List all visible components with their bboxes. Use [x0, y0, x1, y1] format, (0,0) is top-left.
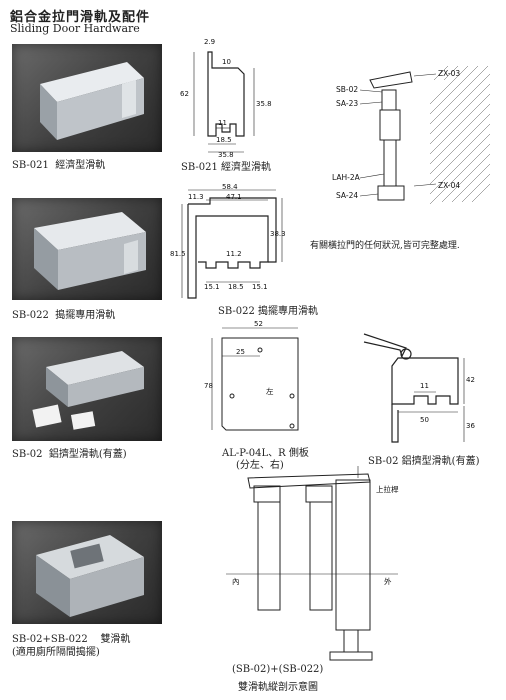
dim-label: 11: [420, 382, 429, 390]
rail-image: [32, 351, 144, 430]
part-label: SB-02: [336, 85, 358, 94]
drawing-side-plate: 52 25 78 左: [204, 320, 299, 431]
caption-sb021: SB-021 經濟型滑軌: [12, 160, 106, 171]
drawing-caption-double-sub: 雙滑軌縱剖示意圖: [238, 682, 318, 693]
label-outside: 外: [384, 576, 392, 586]
product-photo-sb021: [12, 44, 162, 152]
label-inside: 內: [232, 577, 240, 586]
dim-label: 81.5: [170, 250, 186, 258]
part-label: LAH-2A: [332, 173, 361, 182]
drawing-caption-side-plate-sub: (分左、右): [236, 460, 284, 471]
dim-label: 18.5: [216, 136, 232, 144]
page-title: 鋁合金拉門滑軌及配件: [10, 10, 151, 25]
dim-label: 42: [466, 376, 475, 384]
drawing-double-rail: 上拉桿 內 外: [226, 466, 399, 661]
rail-image: [36, 535, 144, 617]
product-photo-double: [12, 521, 162, 624]
dim-label: 52: [254, 320, 263, 328]
page-subtitle: Sliding Door Hardware: [10, 22, 140, 35]
drawing-sb021: 2.9 10 62 35.8 11 18.5 35.8: [180, 38, 272, 159]
part-label: ZX-03: [438, 69, 460, 78]
dim-label: 36: [466, 422, 475, 430]
caption-sb02: SB-02 鋁擠型滑軌(有蓋): [12, 449, 127, 460]
drawing-sb02: 11 42 50 36: [363, 333, 475, 443]
dim-label: 35.8: [256, 100, 272, 108]
dim-label: 62: [180, 90, 189, 98]
part-label: SA-23: [336, 99, 358, 108]
dim-label: 11.2: [226, 250, 242, 258]
part-label: ZX-04: [438, 181, 460, 190]
drawing-caption-side-plate: AL-P-04L、R 側板: [222, 448, 309, 459]
rail-image: [40, 62, 144, 140]
dim-label: 35.8: [218, 151, 234, 159]
dim-label: 25: [236, 348, 245, 356]
dim-label: 18.5: [228, 283, 244, 291]
install-note: 有關橫拉門的任何狀況,皆可完整處理.: [310, 241, 460, 251]
dim-label: 15.1: [204, 283, 220, 291]
drawing-caption-sb021: SB-021 經濟型滑軌: [181, 162, 272, 173]
drawing-caption-double: (SB-02)+(SB-022): [232, 664, 324, 675]
caption-sb022: SB-022 搗擺專用滑軌: [12, 310, 116, 321]
product-photo-sb022: [12, 198, 162, 300]
drawing-installation: ZX-03 SB-02 SA-23 LAH-2A ZX-04 SA-24: [332, 65, 491, 205]
caption-double: SB-02+SB-022 雙滑軌: [12, 634, 131, 645]
part-label: SA-24: [336, 191, 358, 200]
dim-label: 11: [218, 119, 227, 127]
side-label: 左: [266, 386, 274, 396]
dim-label: 15.1: [252, 283, 268, 291]
dim-label: 50: [420, 416, 429, 424]
dim-label: 58.4: [222, 183, 238, 191]
dim-label: 47.1: [226, 193, 242, 201]
label-top-bar: 上拉桿: [376, 484, 399, 494]
drawing-sb022: 58.4 11.3 47.1 38.3 81.5 11.2 15.1 18.5 …: [170, 183, 286, 299]
dim-label: 2.9: [204, 38, 215, 46]
caption-double-sub: (適用廁所隔間搗擺): [12, 647, 100, 658]
dim-label: 78: [204, 382, 213, 390]
product-photo-sb02: [12, 337, 162, 441]
drawing-caption-sb022: SB-022 搗擺專用滑軌: [218, 306, 319, 317]
dim-label: 38.3: [270, 230, 286, 238]
drawing-caption-sb02: SB-02 鋁擠型滑軌(有蓋): [368, 456, 480, 467]
dim-label: 11.3: [188, 193, 204, 201]
rail-image: [34, 212, 146, 290]
dim-label: 10: [222, 58, 231, 66]
